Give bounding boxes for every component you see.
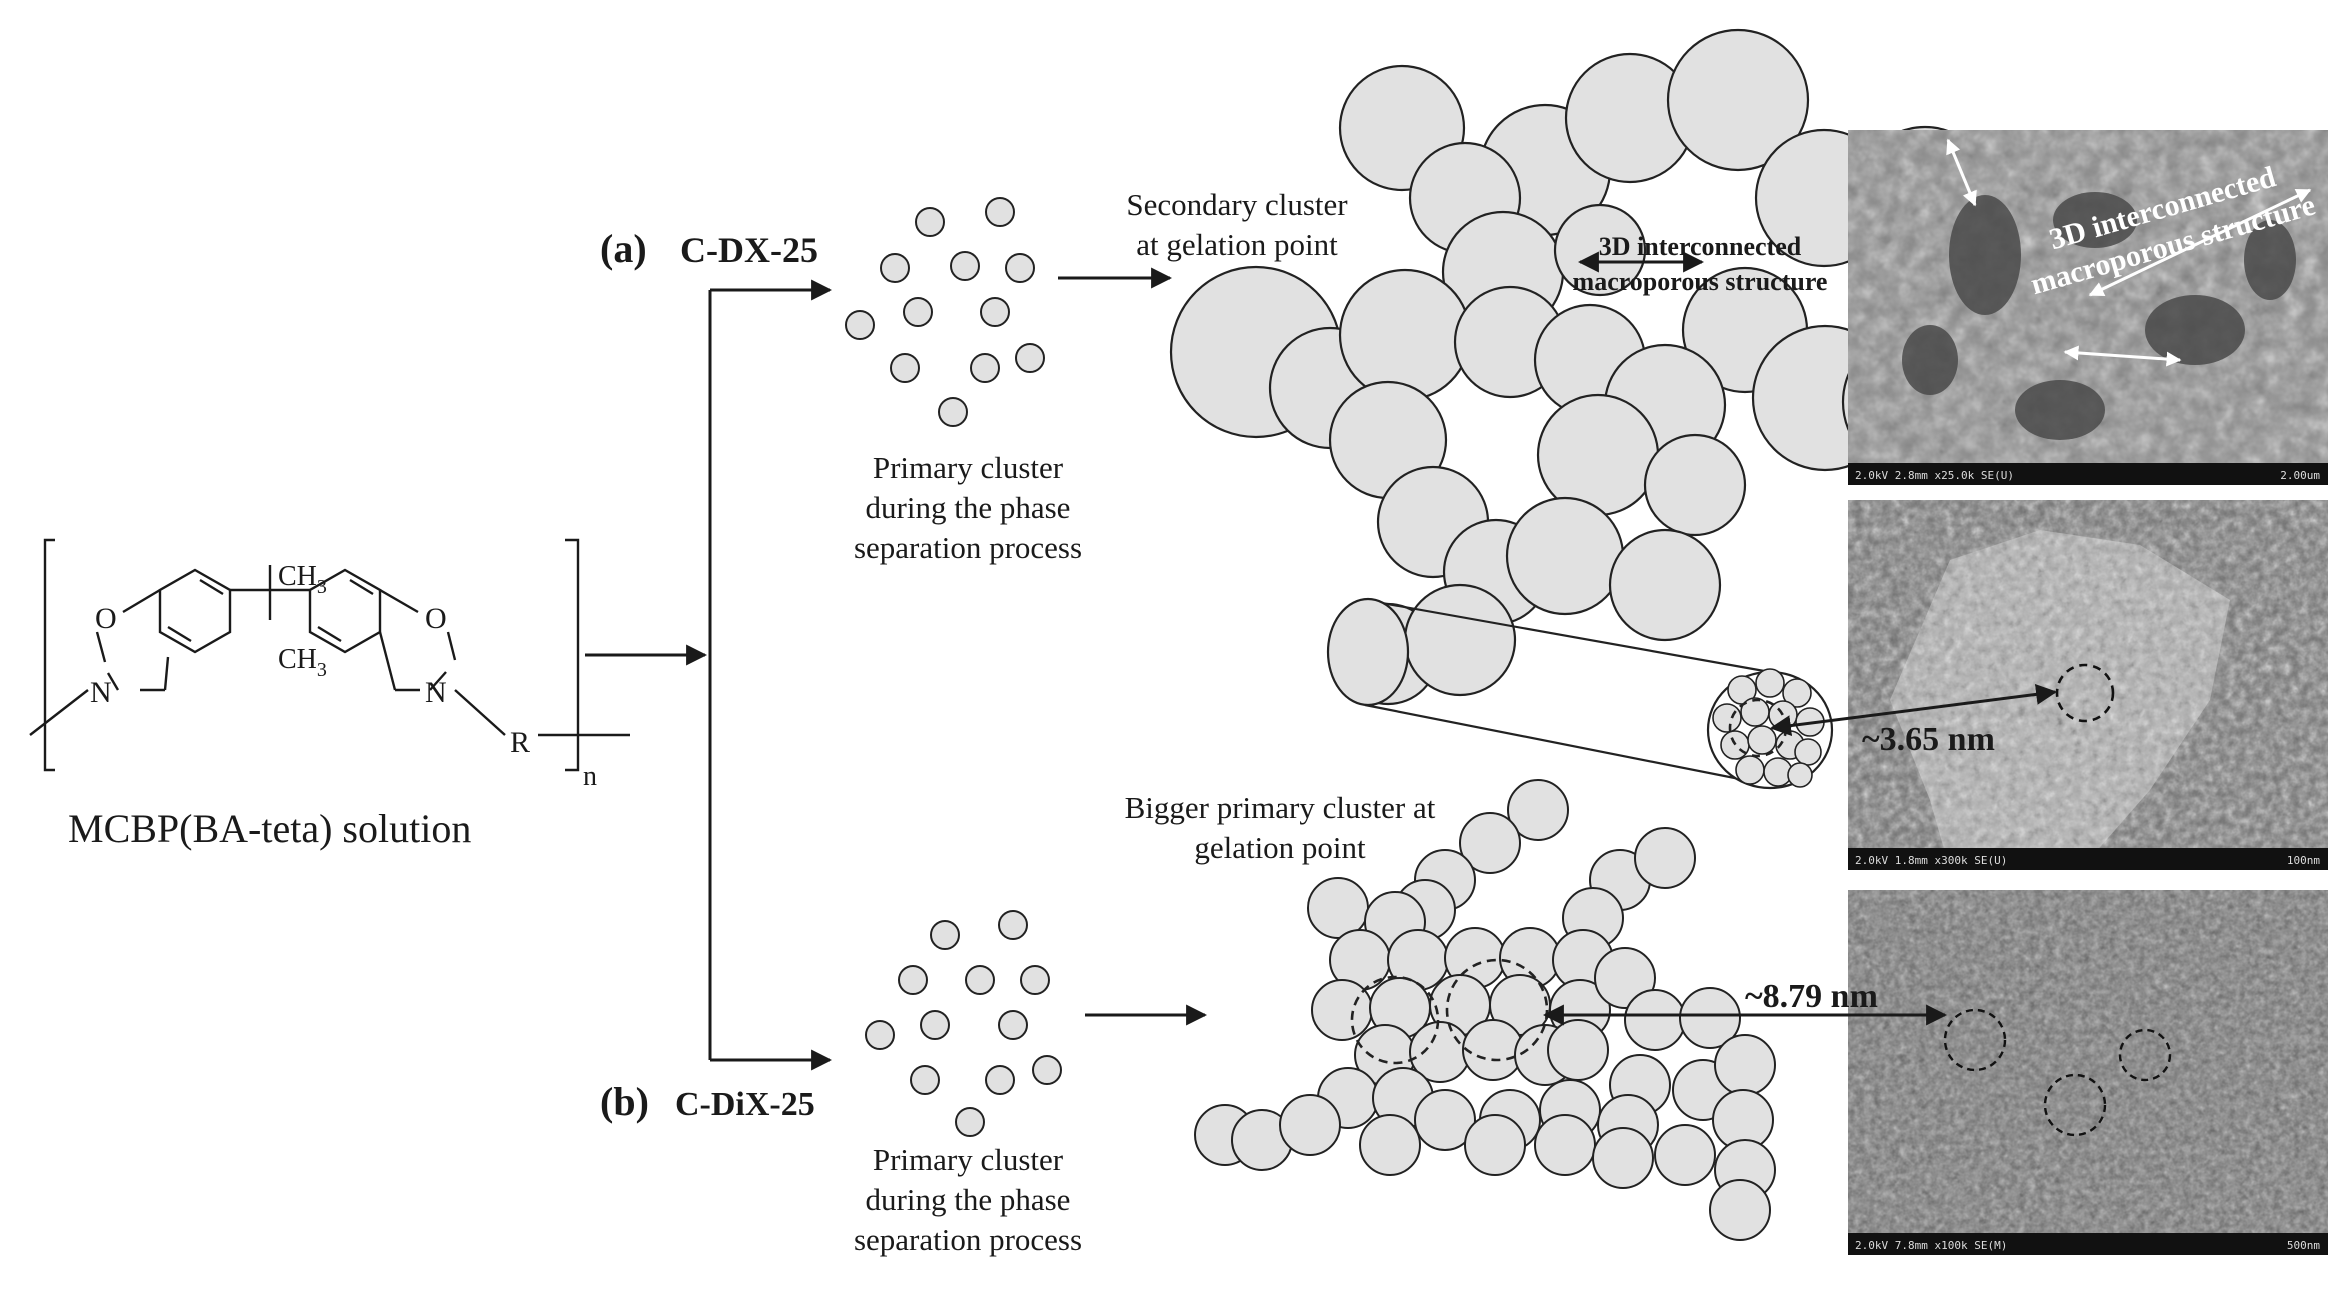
secondary-cluster-label: Secondary cluster at gelation point <box>1126 187 1348 262</box>
sem-middle-info: 2.0kV 1.8mm x300k SE(U) <box>1855 854 2007 867</box>
branch-b-letter: (b) <box>600 1079 649 1124</box>
primary-cluster-b-label: Primary cluster during the phase separat… <box>854 1142 1082 1257</box>
atom-n-right: N <box>425 676 447 709</box>
svg-text:Primary cluster: Primary cluster <box>873 450 1064 485</box>
right-bracket <box>565 538 580 772</box>
svg-text:macroporous structure: macroporous structure <box>1573 267 1828 296</box>
size-callout-a: ~3.65 nm <box>1769 683 2058 758</box>
sem-bottom-scale: 500nm <box>2287 1239 2320 1252</box>
sem-top-info: 2.0kV 2.8mm x25.0k SE(U) <box>1855 469 2014 482</box>
svg-text:during the phase: during the phase <box>866 1182 1071 1217</box>
branch-a-letter: (a) <box>600 226 647 271</box>
branch-a-name: C-DX-25 <box>680 230 818 270</box>
svg-text:Bigger primary cluster at: Bigger primary cluster at <box>1125 790 1436 825</box>
atom-o-right: O <box>425 602 447 635</box>
sem-middle-scale: 100nm <box>2287 854 2320 867</box>
sem-image-middle: 2.0kV 1.8mm x300k SE(U) 100nm <box>1848 500 2328 870</box>
ch3-bottom: CH3 <box>278 644 327 681</box>
network-label: 3D interconnected macroporous structure <box>1573 232 1828 296</box>
atom-r: R <box>510 726 530 759</box>
ch3-top: CH3 <box>278 561 327 598</box>
sem-bottom-info: 2.0kV 7.8mm x100k SE(M) <box>1855 1239 2007 1252</box>
sem-top-scale: 2.00um <box>2280 469 2320 482</box>
svg-text:3D interconnected: 3D interconnected <box>1599 232 1802 261</box>
primary-cluster-a-label: Primary cluster during the phase separat… <box>854 450 1082 565</box>
svg-text:during the phase: during the phase <box>866 490 1071 525</box>
monomer-atoms: O O N N R n CH3 CH3 MCBP(BA-teta) soluti… <box>68 561 597 851</box>
left-benzene-ring <box>158 568 232 654</box>
monomer-structure <box>29 538 630 772</box>
left-bracket <box>43 538 55 772</box>
svg-text:Secondary cluster: Secondary cluster <box>1126 187 1348 222</box>
atom-o-left: O <box>95 602 117 635</box>
branch-b-name: C-DiX-25 <box>675 1086 815 1123</box>
branch-labels: (a) C-DX-25 (b) C-DiX-25 <box>600 226 818 1124</box>
svg-text:separation process: separation process <box>854 1222 1082 1257</box>
sem-image-bottom: 2.0kV 7.8mm x100k SE(M) 500nm <box>1848 890 2328 1255</box>
bigger-primary-label: Bigger primary cluster at gelation point <box>1125 790 1436 865</box>
svg-text:separation process: separation process <box>854 530 1082 565</box>
svg-text:gelation point: gelation point <box>1194 830 1366 865</box>
primary-cluster-b <box>865 910 1062 1137</box>
monomer-name: MCBP(BA-teta) solution <box>68 806 471 851</box>
repeat-n: n <box>583 761 597 792</box>
size-callout-b: ~8.79 nm <box>1542 978 1948 1026</box>
flow-arrows <box>585 267 1208 1071</box>
svg-text:Primary cluster: Primary cluster <box>873 1142 1064 1177</box>
svg-text:at gelation point: at gelation point <box>1136 227 1338 262</box>
size-b-label: ~8.79 nm <box>1745 978 1878 1015</box>
size-a-label: ~3.65 nm <box>1862 721 1995 758</box>
sem-image-top: 2.0kV 2.8mm x25.0k SE(U) 2.00um 3D inter… <box>1848 130 2328 485</box>
atom-n-left: N <box>90 676 112 709</box>
primary-cluster-a <box>845 197 1045 427</box>
